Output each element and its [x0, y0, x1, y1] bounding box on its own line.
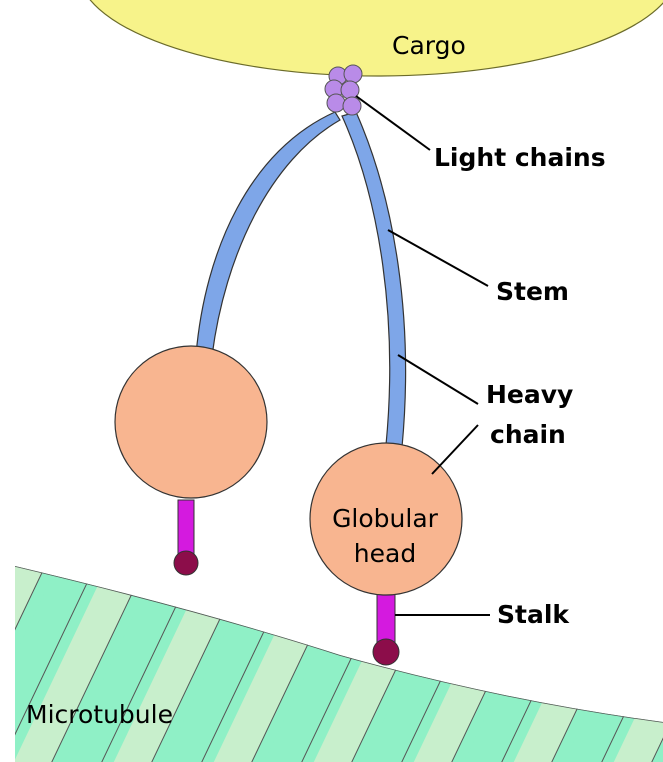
globular-head-label-line1: Globular — [332, 504, 439, 533]
left-stem — [196, 112, 340, 356]
right-stalk-tip — [373, 639, 399, 665]
left-stalk — [178, 500, 194, 555]
stalk-label: Stalk — [497, 600, 570, 629]
left-stalk-tip — [174, 551, 198, 575]
stem-label: Stem — [496, 277, 569, 306]
light-chains — [325, 65, 362, 115]
cargo-shape — [78, 0, 663, 76]
right-stem — [342, 112, 406, 447]
heavy-chain-leader-stem — [398, 355, 478, 404]
cargo-label: Cargo — [392, 31, 466, 60]
heavy-chain-label-line2: chain — [490, 420, 566, 449]
globular-head-label-line2: head — [354, 539, 416, 568]
heavy-chain-leader-head — [432, 425, 478, 474]
heavy-chain-label-line1: Heavy — [486, 380, 573, 409]
light-chains-label: Light chains — [434, 143, 606, 172]
microtubule-label: Microtubule — [26, 700, 173, 729]
left-globular-head — [115, 346, 267, 498]
stem-leader — [388, 230, 488, 286]
